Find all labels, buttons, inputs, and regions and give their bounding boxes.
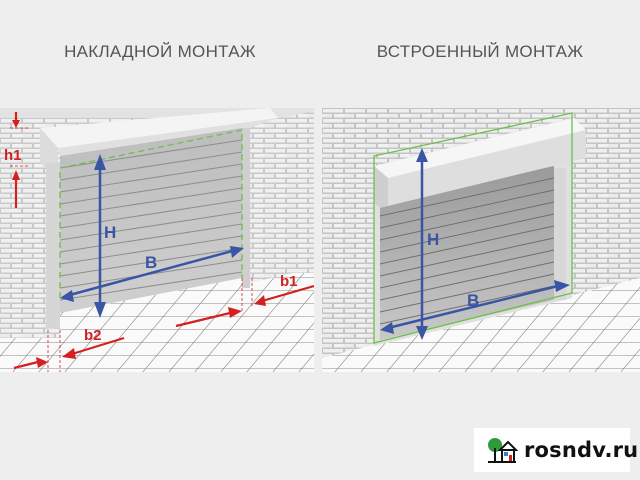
- built-in-mount-diagram: H B: [322, 108, 640, 372]
- title-overlay-mount: НАКЛАДНОЙ МОНТАЖ: [64, 42, 256, 61]
- height-label-H: H: [427, 230, 439, 249]
- logo-text: rosndv.ru: [524, 438, 639, 462]
- site-logo[interactable]: rosndv.ru: [474, 428, 638, 472]
- overlay-mount-diagram: H B h1 b1 b2: [0, 108, 314, 372]
- width-label-B: B: [145, 253, 157, 272]
- title-built-in-mount: ВСТРОЕННЫЙ МОНТАЖ: [376, 42, 584, 61]
- height-label-H: H: [104, 223, 116, 242]
- side-label-b1: b1: [280, 273, 298, 290]
- width-label-B: B: [467, 291, 479, 310]
- side-label-b2: b2: [84, 327, 102, 344]
- lintel-label-h1: h1: [4, 147, 22, 164]
- house-tree-icon: [486, 436, 519, 464]
